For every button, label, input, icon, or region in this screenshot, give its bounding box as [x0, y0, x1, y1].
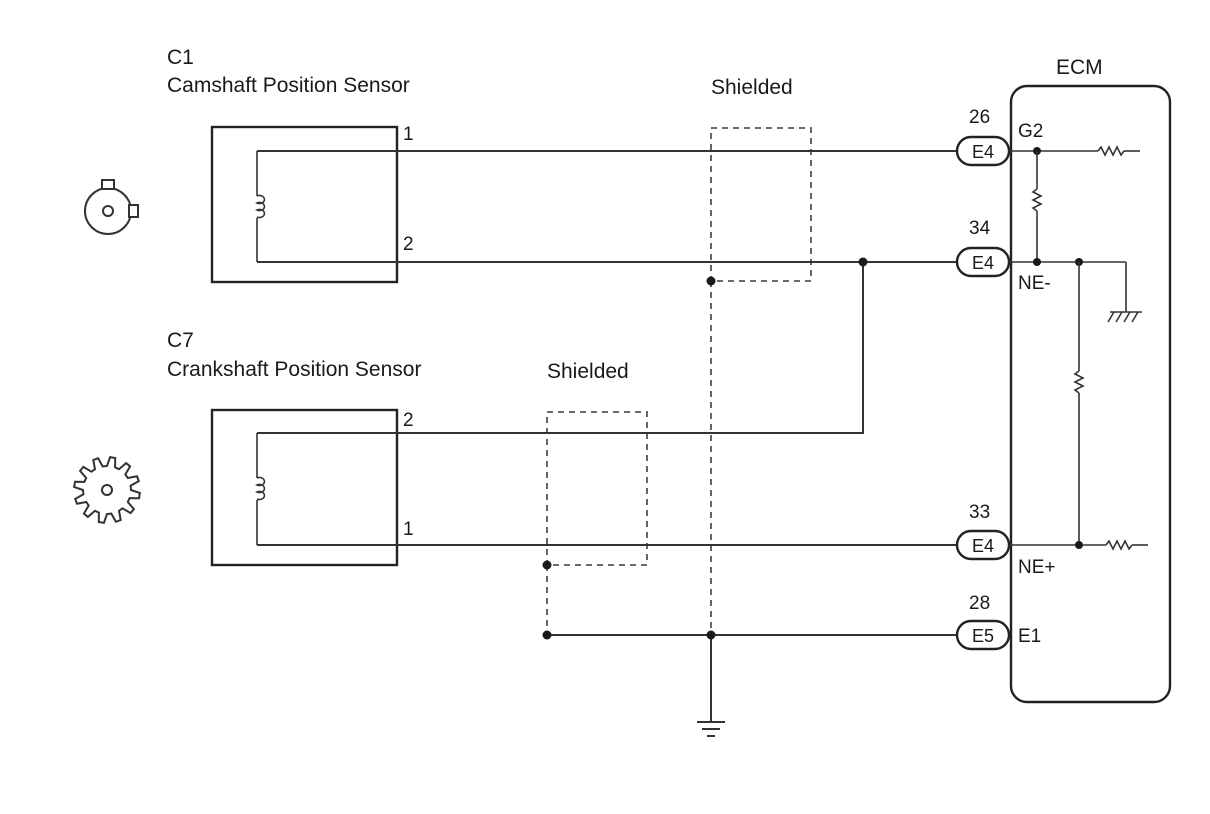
connector-code: E5	[972, 626, 994, 646]
junction-dot	[1075, 541, 1083, 549]
cam-pin-2: 2	[403, 234, 414, 255]
cam-sensor-code: C1	[167, 46, 194, 69]
cam-sensor-box	[210, 125, 399, 284]
crank-sensor-box	[210, 408, 399, 567]
crank-sensor-name: Crankshaft Position Sensor	[167, 358, 421, 381]
junction-dot	[706, 276, 716, 286]
junction-dot	[542, 560, 552, 570]
coil-icon	[255, 433, 266, 545]
ground-icon	[697, 721, 725, 737]
connector-code: E4	[972, 253, 994, 273]
camshaft-sensor: C1 Camshaft Position Sensor 1 2	[167, 46, 414, 284]
camshaft-rotor-icon	[84, 179, 139, 235]
coil-icon	[255, 151, 266, 262]
cam-pin-1: 1	[403, 124, 414, 145]
lower-shield	[546, 411, 648, 566]
ground-icon	[1107, 311, 1142, 323]
junction-dot	[1033, 258, 1041, 266]
upper-shield	[710, 127, 812, 282]
connector-ne-plus: 33 E4 NE+	[955, 502, 1056, 578]
ecm-box	[1009, 84, 1172, 704]
connector-pin-number: 34	[969, 218, 991, 239]
lower-shield-label: Shielded	[547, 360, 629, 383]
ecm-internal-circuit	[1009, 145, 1148, 551]
crankshaft-sensor: C7 Crankshaft Position Sensor 2 1	[167, 329, 421, 567]
connector-pin-number: 33	[969, 502, 990, 523]
terminal-label: NE-	[1018, 273, 1051, 294]
crank-sensor-code: C7	[167, 329, 194, 352]
connector-code: E4	[972, 142, 994, 162]
connector-code: E4	[972, 536, 994, 556]
junction-dot	[706, 630, 716, 640]
terminal-label: G2	[1018, 121, 1043, 142]
connector-e1: 28 E5 E1	[955, 593, 1041, 651]
crank-pin-1: 1	[403, 519, 414, 540]
junction-dot	[542, 630, 552, 640]
crank-pin-2: 2	[403, 410, 414, 431]
resistor-icon	[1073, 370, 1085, 394]
connector-ne-minus: 34 E4 NE-	[955, 218, 1051, 294]
crankshaft-gear-icon	[72, 455, 142, 525]
junction-dot	[858, 257, 868, 267]
wires	[257, 150, 957, 722]
connector-pin-number: 26	[969, 107, 990, 128]
terminal-label: NE+	[1018, 557, 1056, 578]
connector-g2: 26 E4 G2	[955, 107, 1043, 167]
connector-pin-number: 28	[969, 593, 990, 614]
resistor-icon	[1031, 188, 1043, 212]
upper-shield-label: Shielded	[711, 76, 793, 99]
terminal-label: E1	[1018, 626, 1041, 647]
ecm-title: ECM	[1056, 56, 1103, 79]
cam-sensor-name: Camshaft Position Sensor	[167, 74, 410, 97]
